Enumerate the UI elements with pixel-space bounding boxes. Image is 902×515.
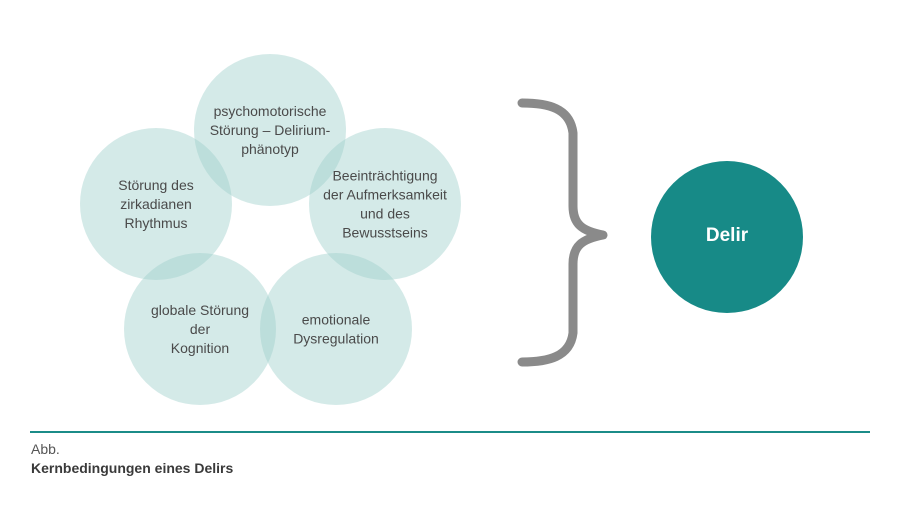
petal-label-line: zirkadianen [120, 196, 192, 212]
petal-label-line: Dysregulation [293, 331, 379, 347]
petal-attention [309, 128, 461, 280]
caption-prefix: Abb. [31, 441, 60, 457]
petal-label-attention: Beeinträchtigung der Aufmerksamkeit und de… [323, 168, 447, 241]
petal-label-line: globale Störung [151, 302, 249, 318]
petal-label-line: Rhythmus [124, 215, 187, 231]
curly-brace-icon [517, 98, 608, 367]
petal-label-line: Störung – Delirium- [210, 122, 331, 138]
petal-circadian [80, 128, 232, 280]
petal-emotional [260, 253, 412, 405]
petal-label-line: Kognition [171, 340, 229, 356]
petal-cognition [124, 253, 276, 405]
petal-label-line: der [190, 321, 211, 337]
petal-label-line: Störung des [118, 177, 194, 193]
petal-label-line: Bewusstseins [342, 225, 428, 241]
petal-label-line: phänotyp [241, 141, 299, 157]
petal-label-line: der Aufmerksamkeit [323, 187, 447, 203]
result-label: Delir [706, 225, 749, 246]
petal-label-line: emotionale [302, 312, 371, 328]
petal-psychomotor [194, 54, 346, 206]
result-circle [651, 161, 803, 313]
petal-label-line: psychomotorische [214, 103, 327, 119]
caption-divider [30, 431, 870, 433]
petal-label-line: Beeinträchtigung [332, 168, 437, 184]
petal-label-line: und des [360, 206, 410, 222]
petal-group [80, 54, 461, 405]
caption-title: Kernbedingungen eines Delirs [31, 460, 234, 476]
